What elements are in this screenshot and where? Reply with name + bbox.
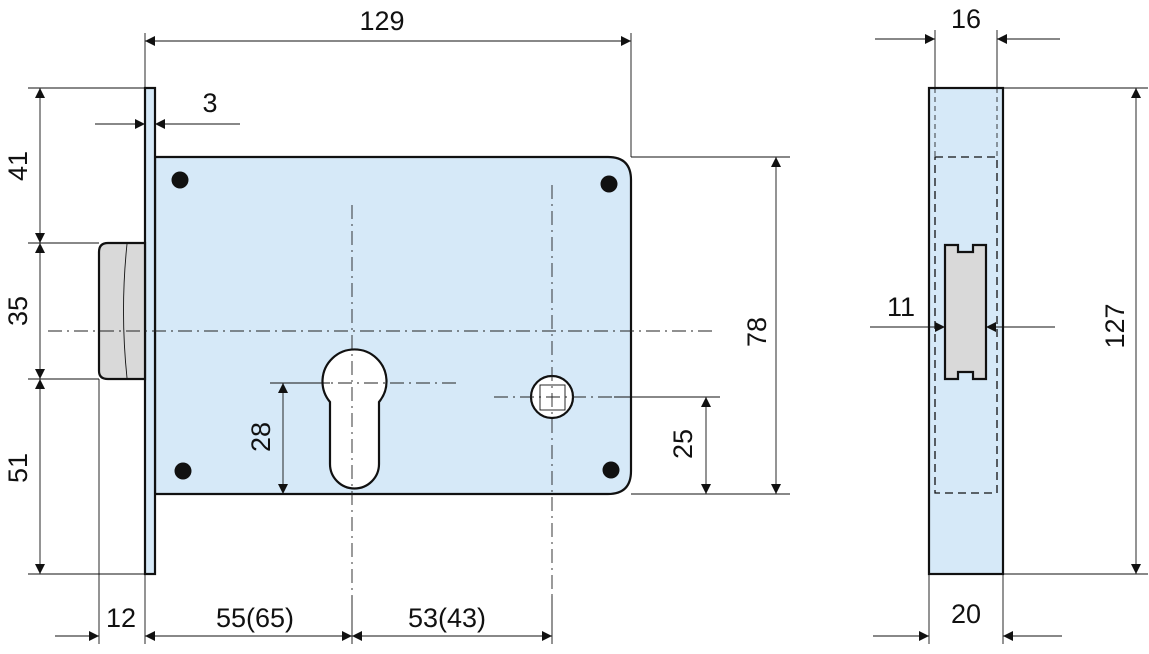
screw-hole-top-left bbox=[171, 171, 189, 189]
screw-hole-bottom-right bbox=[602, 461, 620, 479]
lock-case bbox=[153, 155, 633, 496]
dim-overall-width: 129 bbox=[359, 6, 404, 36]
dim-bolt-projection: 12 bbox=[106, 603, 136, 633]
screw-hole-top-right bbox=[600, 175, 618, 193]
side-view: 16 11 127 20 bbox=[870, 4, 1148, 644]
dim-side-top-width: 16 bbox=[951, 4, 981, 34]
dim-follower-offset: 25 bbox=[668, 429, 698, 459]
dim-bottom-offset: 51 bbox=[3, 453, 33, 483]
follower-square bbox=[539, 384, 566, 411]
dim-follower-distance: 53(43) bbox=[408, 603, 486, 633]
dim-faceplate-thickness: 3 bbox=[202, 88, 217, 118]
dim-side-bottom-width: 20 bbox=[951, 599, 981, 629]
screw-hole-bottom-left bbox=[174, 462, 192, 480]
dim-bolt-height: 35 bbox=[3, 296, 33, 326]
dim-backset: 55(65) bbox=[216, 603, 294, 633]
latch-bolt-highlight bbox=[123, 243, 128, 379]
dim-cylinder-height: 28 bbox=[246, 422, 276, 452]
cylinder-cutout bbox=[321, 348, 388, 490]
dim-top-offset: 41 bbox=[3, 151, 33, 181]
front-view: 129 3 41 35 51 78 28 25 12 55(65) 53(43) bbox=[3, 6, 790, 644]
dim-side-height: 127 bbox=[1100, 303, 1130, 348]
dim-case-height: 78 bbox=[742, 317, 772, 347]
side-bolt-face bbox=[943, 243, 988, 381]
latch-bolt bbox=[97, 241, 147, 381]
dim-side-bolt-width: 11 bbox=[887, 292, 915, 322]
